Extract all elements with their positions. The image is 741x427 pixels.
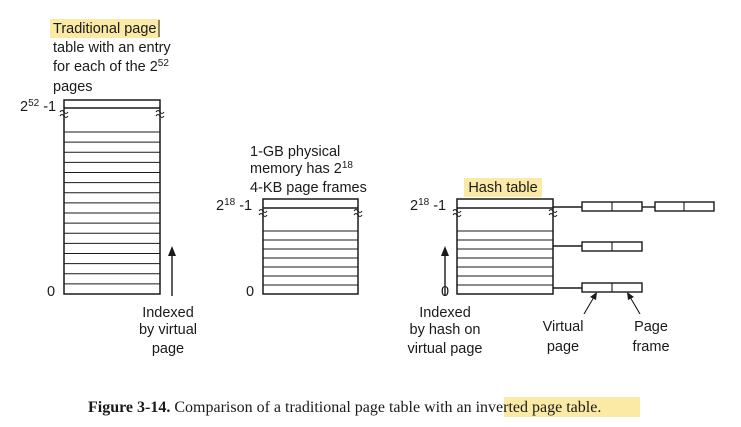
break-mark-icon <box>452 212 462 218</box>
break-mark-icon <box>548 212 558 218</box>
break-mark-icon <box>155 113 165 119</box>
hash-table-title: Hash table <box>468 180 537 196</box>
virtual-page-arrow <box>583 296 595 315</box>
physical-desc-line2: memory has 218 <box>250 160 353 177</box>
table-outline <box>262 198 359 295</box>
hash-index-arrowhead <box>441 246 449 256</box>
traditional-index-arrowhead <box>168 246 176 256</box>
traditional-indexed-line3: page <box>152 341 184 357</box>
traditional-indexed-line1: Indexed <box>142 305 194 321</box>
break-mark-icon <box>258 212 268 218</box>
break-mark-icon <box>353 212 363 218</box>
hash-table <box>452 198 558 295</box>
physical-top-index-label: 218 -1 <box>216 197 252 214</box>
break-mark-icon <box>548 208 558 214</box>
physical-bottom-index-label: 0 <box>246 284 254 300</box>
traditional-title-highlight <box>50 19 160 38</box>
physical-desc-line1: 1-GB physical <box>250 144 340 160</box>
hash-top-index-label: 218 -1 <box>410 197 446 214</box>
traditional-desc-line3: for each of the 252 <box>53 58 169 75</box>
hash-table-group: Hash table 218 -1 0 Indexed by hash on v… <box>408 178 715 357</box>
page-frame-arrowhead <box>627 292 634 300</box>
table-outline <box>456 198 554 295</box>
traditional-top-index-label: 252 -1 <box>20 98 56 115</box>
traditional-desc-line4: pages <box>53 79 93 95</box>
physical-desc-line3: 4-KB page frames <box>250 180 367 196</box>
hash-indexed-line3: virtual page <box>408 341 483 357</box>
physical-memory-group: 1-GB physical memory has 218 4-KB page f… <box>216 144 367 300</box>
break-mark-icon <box>155 109 165 115</box>
traditional-bottom-index-label: 0 <box>47 284 55 300</box>
traditional-page-table-group: Traditional page table with an entry for… <box>20 19 197 357</box>
traditional-desc-line1: Traditional page <box>53 21 156 37</box>
virtual-page-label-line2: page <box>547 339 579 355</box>
hash-indexed-line1: Indexed <box>419 305 471 321</box>
virtual-page-arrowhead <box>590 292 597 300</box>
break-mark-icon <box>258 208 268 214</box>
page-frame-label-line1: Page <box>634 319 668 335</box>
traditional-indexed-line2: by virtual <box>139 322 197 338</box>
page-frame-arrow <box>629 296 641 315</box>
break-mark-icon <box>59 113 69 119</box>
table-outline <box>63 99 161 295</box>
figure-caption: Figure 3-14. Comparison of a traditional… <box>88 399 601 416</box>
page-frame-label-line2: frame <box>632 339 669 355</box>
physical-page-table <box>258 198 363 295</box>
hash-table-title-highlight <box>464 178 542 197</box>
traditional-page-table <box>59 99 165 295</box>
traditional-desc-line2: table with an entry <box>53 40 171 56</box>
break-mark-icon <box>452 208 462 214</box>
break-mark-icon <box>59 109 69 115</box>
hash-indexed-line2: by hash on <box>410 322 481 338</box>
caption-highlight <box>504 397 640 417</box>
virtual-page-label-line1: Virtual <box>543 319 584 335</box>
break-mark-icon <box>353 208 363 214</box>
